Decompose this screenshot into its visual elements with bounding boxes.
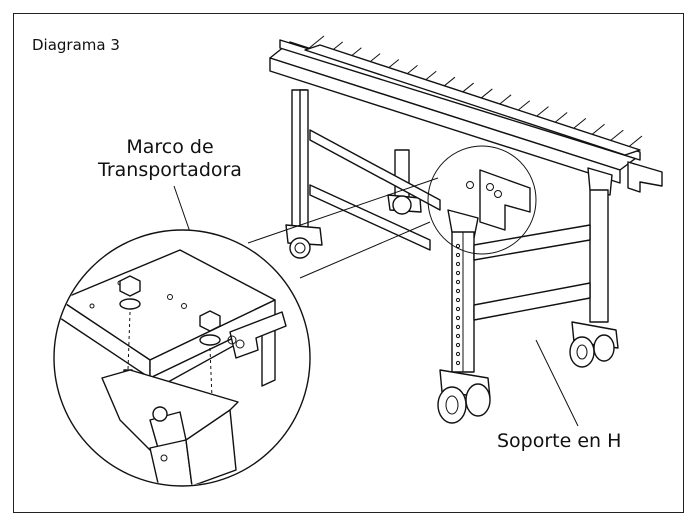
conveyor-frame-label-line1: Marco de xyxy=(126,136,214,158)
adjustment-hole xyxy=(455,270,461,276)
rear-right-leg xyxy=(387,149,422,215)
adjustment-hole xyxy=(455,360,461,366)
adjustment-hole xyxy=(455,297,461,303)
conveyor-frame-label: Marco de Transportadora xyxy=(70,136,270,182)
callout-line-upper xyxy=(247,177,439,244)
adjustment-hole xyxy=(455,333,461,339)
conveyor-frame-label-line2: Transportadora xyxy=(98,159,242,181)
adjustment-hole xyxy=(455,243,461,249)
adjustment-hole xyxy=(455,279,461,285)
conveyor-frame xyxy=(269,39,663,231)
adjustment-hole xyxy=(455,324,461,330)
adjustment-hole xyxy=(455,261,461,267)
adjustment-hole xyxy=(455,342,461,348)
diagram-title: Diagrama 3 xyxy=(32,36,120,54)
front-right-leg xyxy=(569,167,619,368)
adjustment-hole xyxy=(455,315,461,321)
h-support-label: Soporte en H xyxy=(497,430,622,452)
h-support xyxy=(309,129,591,321)
adjustment-hole xyxy=(455,252,461,258)
adjustment-hole xyxy=(455,306,461,312)
magnified-detail xyxy=(53,229,311,487)
adjustment-hole xyxy=(455,351,461,357)
h-support-leader xyxy=(535,339,579,427)
front-left-leg xyxy=(437,209,491,424)
adjustment-hole xyxy=(455,288,461,294)
callout-line-lower xyxy=(299,221,431,279)
detail-callout-circle xyxy=(427,145,537,255)
rear-left-leg xyxy=(285,89,323,259)
